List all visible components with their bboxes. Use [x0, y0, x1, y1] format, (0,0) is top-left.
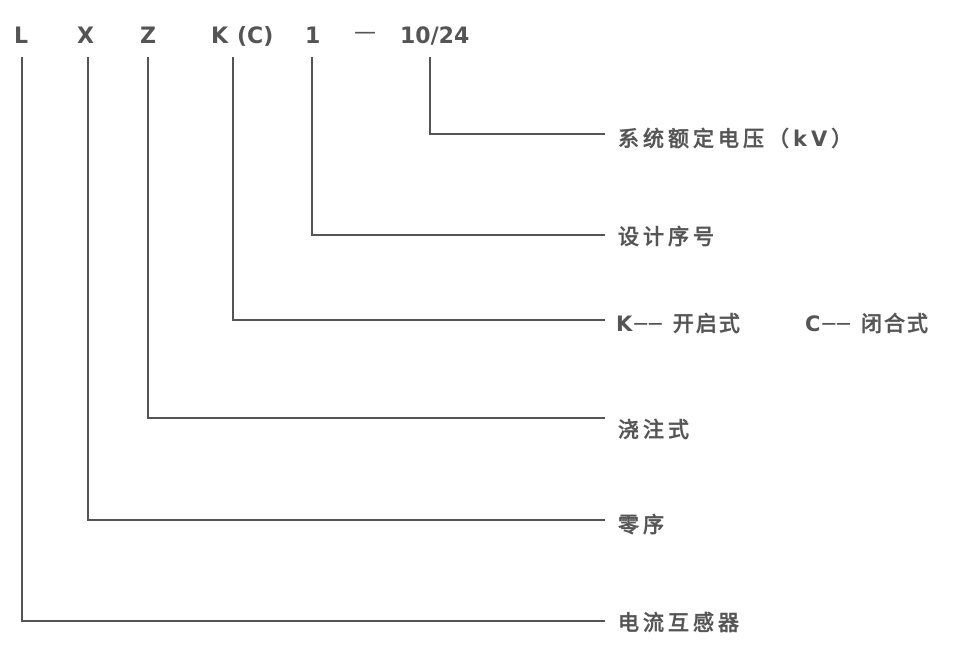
code-letter-z: Z	[140, 24, 156, 49]
label-type-open: K── 开启式	[616, 312, 742, 336]
code-letter-c: (C)	[237, 24, 274, 49]
connector-casting	[147, 57, 605, 419]
label-type-closed: C── 闭合式	[805, 312, 931, 336]
code-voltage: 10/24	[400, 24, 470, 49]
connector-zero-sequence	[87, 57, 605, 521]
connector-design-number	[311, 57, 605, 236]
code-letter-x: X	[77, 24, 94, 49]
connector-type	[232, 57, 605, 321]
code-dash: —	[354, 20, 376, 45]
label-rated-voltage: 系统额定电压（kV）	[618, 127, 857, 151]
label-casting: 浇注式	[618, 418, 693, 442]
connector-current-transformer	[21, 57, 605, 622]
connector-voltage	[429, 57, 605, 135]
label-zero-sequence: 零序	[618, 513, 668, 537]
code-letter-k: K	[211, 24, 229, 49]
label-current-transformer: 电流互感器	[618, 611, 743, 635]
code-letter-l: L	[14, 24, 29, 49]
label-design-number: 设计序号	[618, 225, 718, 249]
code-design-number: 1	[305, 24, 321, 49]
